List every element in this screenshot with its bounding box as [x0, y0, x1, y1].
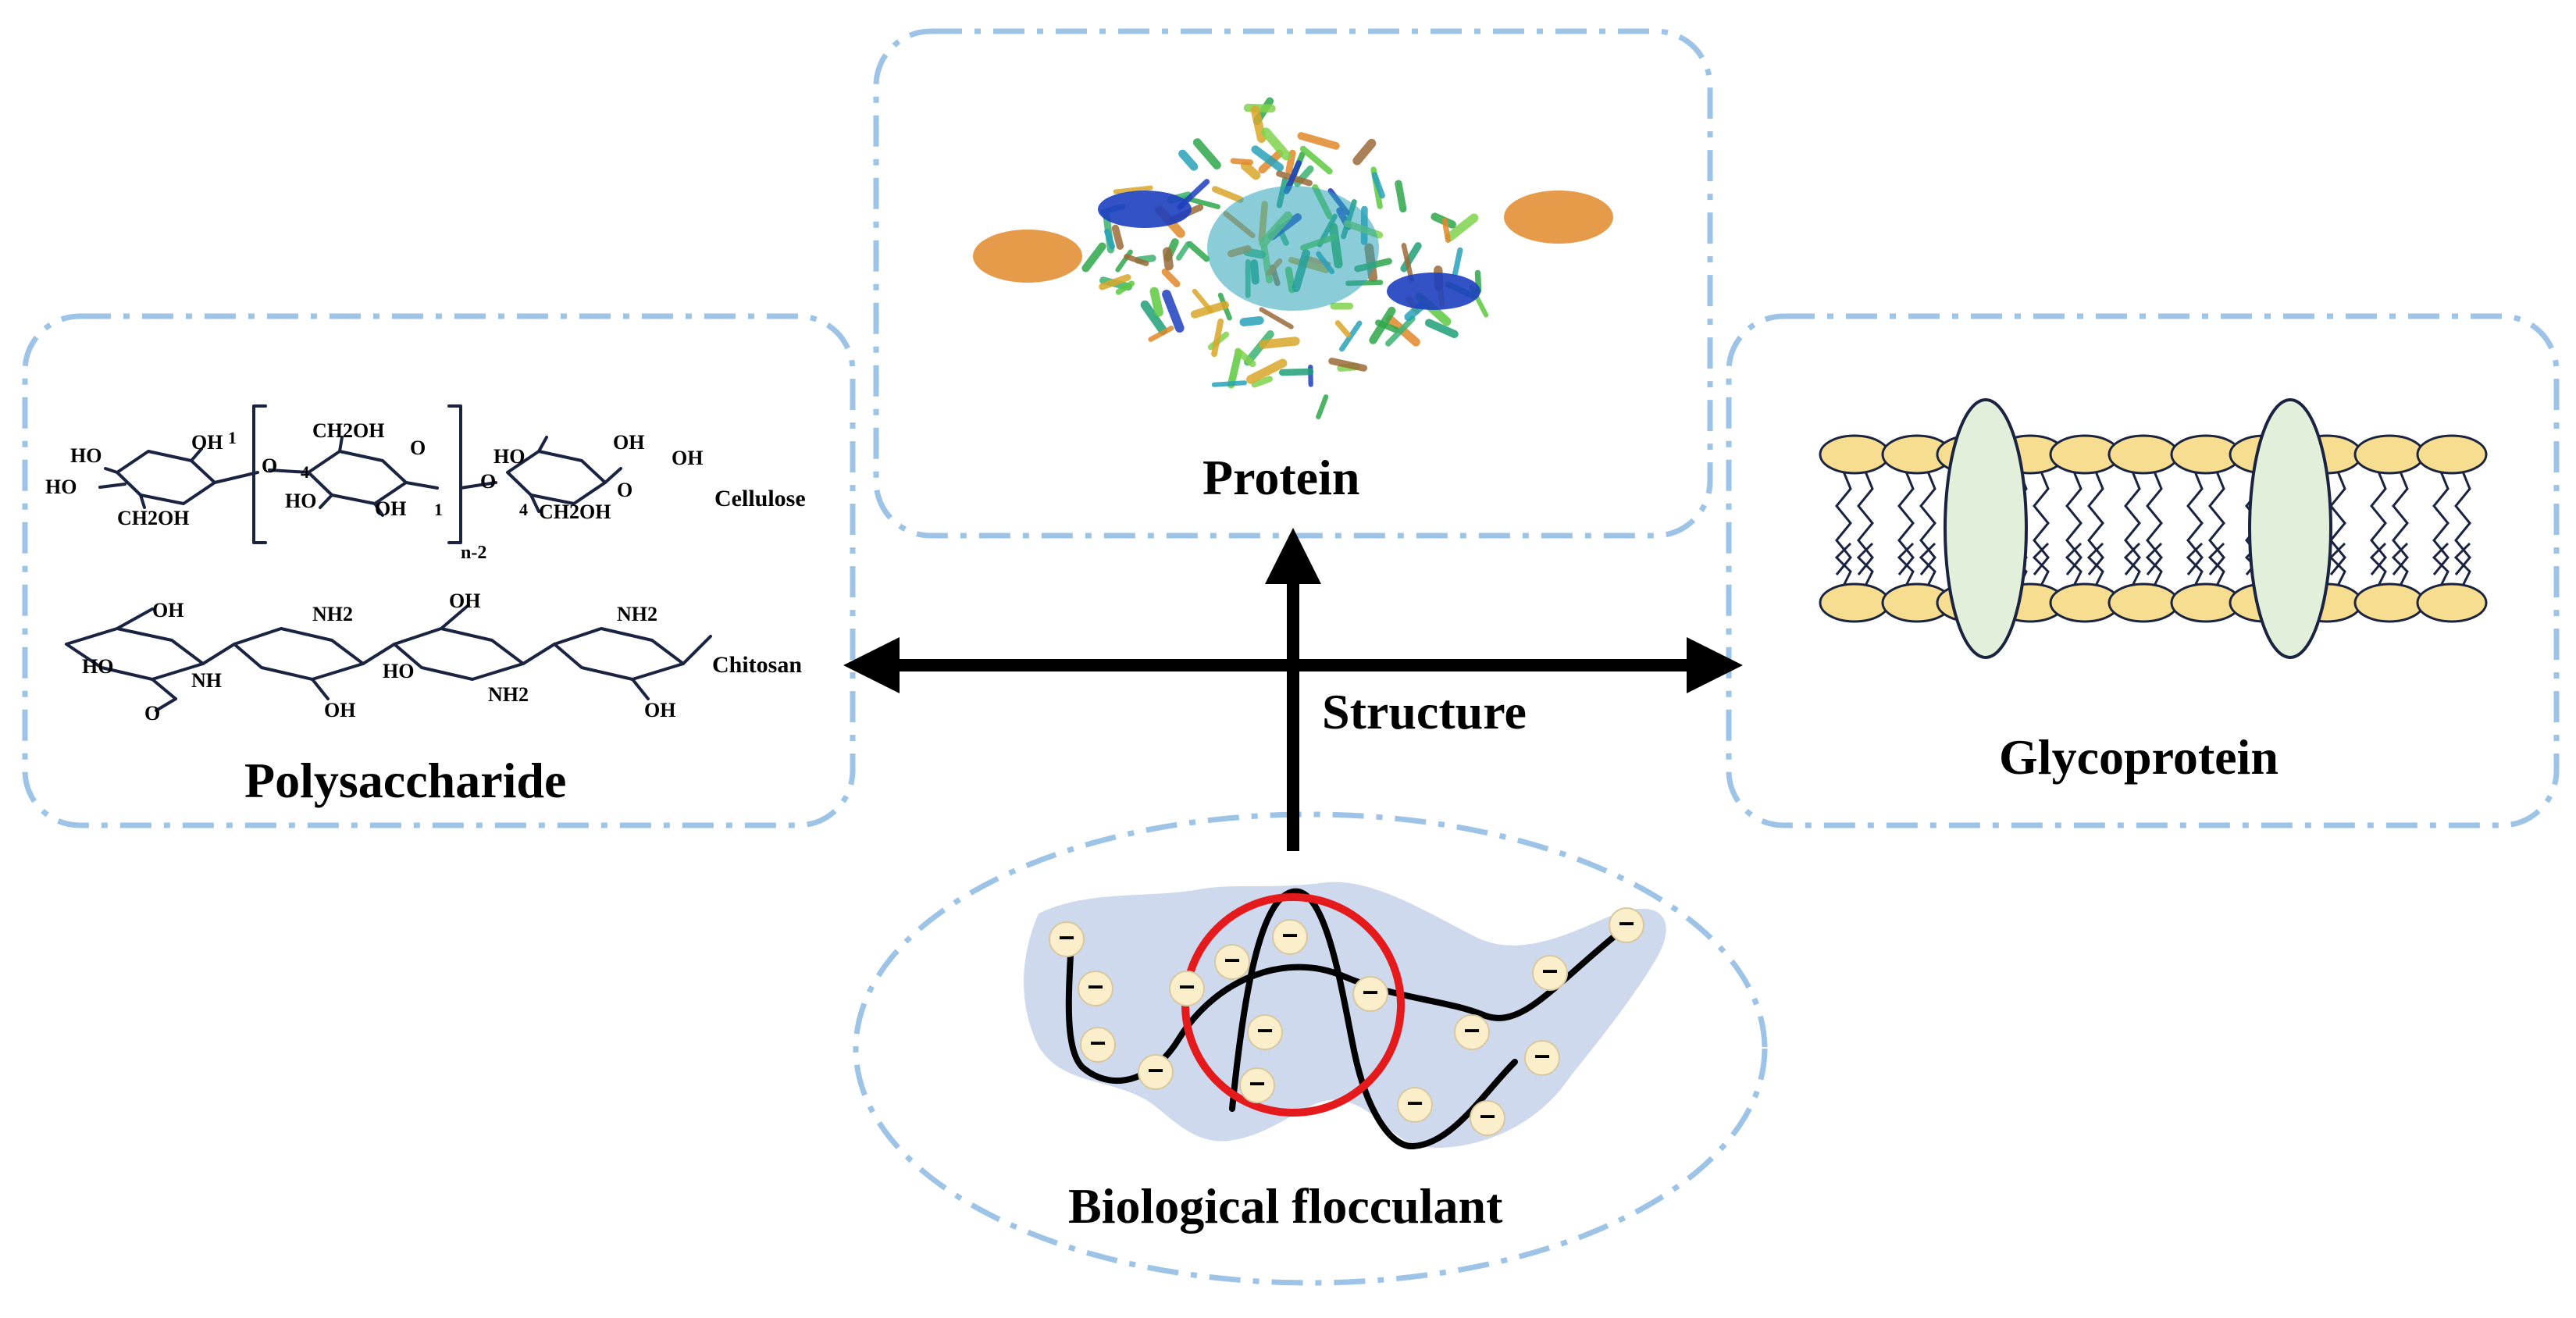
charge-sign: −: [1249, 1067, 1265, 1099]
cellulose-ho-3: HO: [285, 490, 316, 512]
protein-label: Protein: [1202, 450, 1360, 505]
chitosan-structure: OH HO NH O NH2 OH OH HO NH2 NH2 OH: [65, 590, 712, 725]
charge-sign: −: [1087, 971, 1103, 1003]
charge-sign: −: [1541, 955, 1558, 987]
charge-sign: −: [1147, 1054, 1163, 1086]
charge-sign: −: [1479, 1100, 1495, 1132]
cellulose-ch2oh-3: CH2OH: [539, 500, 611, 523]
cellulose-oh-3: OH: [613, 431, 644, 454]
polysaccharide-label: Polysaccharide: [244, 753, 567, 808]
chitosan-oh-1: OH: [152, 599, 183, 622]
cellulose-o-4: O: [617, 479, 632, 501]
charge-bead: [1352, 976, 1388, 1012]
charge-bead: [1214, 944, 1250, 980]
charge-bead: [1609, 907, 1644, 943]
cellulose-four-1: 4: [301, 462, 309, 482]
charge-bead: [1080, 1027, 1116, 1063]
charge-beads: −−−−−−−−−−−−−−−−: [1049, 907, 1644, 1136]
charge-bead: [1397, 1087, 1433, 1123]
cellulose-ch2oh-1: CH2OH: [117, 507, 189, 529]
cellulose-one-2: 1: [434, 500, 443, 519]
cellulose-n2: n-2: [461, 543, 486, 563]
charge-bead: [1524, 1040, 1560, 1076]
charge-sign: −: [1256, 1014, 1273, 1046]
polysaccharide-box: [22, 313, 856, 828]
flocculant-image: −−−−−−−−−−−−−−−−: [1024, 882, 1666, 1149]
charge-bead: [1138, 1054, 1174, 1090]
charge-bead: [1239, 1067, 1275, 1103]
flocculant-label: Biological flocculant: [1068, 1178, 1503, 1234]
cellulose-o-3: O: [480, 470, 496, 493]
chitosan-ho-1: HO: [82, 655, 113, 678]
cellulose-o-2: O: [410, 436, 426, 459]
chitosan-ho-2: HO: [383, 660, 414, 682]
structure-label: Structure: [1322, 684, 1527, 739]
chitosan-oh-2: OH: [324, 699, 355, 721]
cellulose-four-2: 4: [519, 500, 528, 519]
cellulose-oh-4: OH: [672, 447, 703, 469]
cellulose-structure: HO HO OH 1 CH2OH O CH2OH 4 HO OH O 1 n-2…: [45, 404, 703, 563]
flocculant-loop: [1229, 888, 1518, 1149]
charge-bead: [1169, 971, 1205, 1006]
charge-sign: −: [1178, 971, 1195, 1003]
cellulose-ho-1: HO: [70, 444, 102, 467]
charge-sign: −: [1058, 921, 1074, 953]
charge-bead: [1078, 971, 1113, 1006]
chitosan-nh2-3: NH2: [617, 603, 657, 625]
charge-bead: [1470, 1100, 1505, 1136]
glycoprotein-box: [1726, 313, 2560, 828]
cellulose-oh-2: OH: [375, 497, 406, 520]
cellulose-o-1: O: [262, 454, 277, 477]
charge-bead: [1049, 921, 1085, 957]
protein-structure-image: [973, 97, 1613, 419]
charge-bead: [1454, 1014, 1490, 1050]
charge-bead: [1272, 919, 1308, 955]
charge-sign: −: [1089, 1027, 1106, 1059]
chitosan-nh2-1: NH2: [312, 603, 353, 625]
glycoprotein-membrane-image: [1819, 398, 2488, 659]
glycoprotein-label: Glycoprotein: [1999, 729, 2278, 785]
flocculant-ellipse: [853, 811, 1768, 1286]
chitosan-oh-4: OH: [644, 699, 675, 721]
cellulose-ho-4: HO: [493, 445, 525, 468]
charge-bead: [1247, 1014, 1283, 1050]
chitosan-oh-3: OH: [449, 590, 480, 612]
charge-sign: −: [1534, 1040, 1550, 1072]
charge-sign: −: [1281, 919, 1298, 951]
chitosan-label: Chitosan: [712, 652, 803, 678]
chitosan-o-1: O: [144, 702, 160, 725]
chitosan-nh2-2: NH2: [488, 683, 529, 706]
chitosan-nh: NH: [191, 669, 222, 692]
cellulose-ho-2: HO: [45, 476, 77, 498]
flocculant-chain: [1065, 922, 1631, 1085]
cellulose-ch2oh-2: CH2OH: [312, 419, 384, 442]
cellulose-one-1: 1: [228, 428, 237, 447]
charge-sign: −: [1406, 1087, 1423, 1119]
cellulose-label: Cellulose: [714, 486, 806, 511]
charge-sign: −: [1463, 1014, 1480, 1046]
charge-sign: −: [1362, 976, 1378, 1008]
charge-sign: −: [1224, 944, 1240, 976]
charge-bead: [1532, 955, 1568, 991]
charge-sign: −: [1618, 907, 1634, 939]
cellulose-oh-1: OH: [191, 431, 223, 454]
